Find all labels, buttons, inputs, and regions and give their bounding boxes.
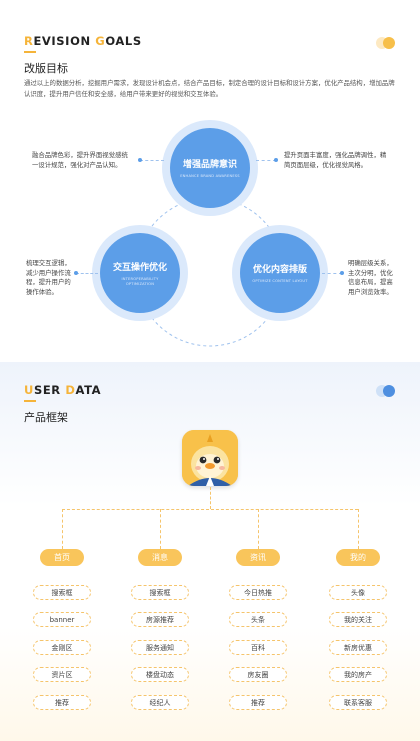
list-item: 百科 bbox=[229, 640, 287, 655]
tree-drop-3 bbox=[258, 509, 259, 549]
list-item: 经纪人 bbox=[131, 695, 189, 710]
col-head-message: 消息 bbox=[138, 549, 182, 566]
list-item: 推荐 bbox=[229, 695, 287, 710]
connector-top-left bbox=[140, 160, 164, 161]
list-item: 房源推荐 bbox=[131, 612, 189, 627]
list-item: 联系客服 bbox=[329, 695, 387, 710]
tree-drop-2 bbox=[160, 509, 161, 549]
connector-bottom-left bbox=[76, 273, 98, 274]
revision-paragraph: 通过以上的数据分析，挖掘用户需求，发现设计机会点，结合产品目标，制定合理的设计目… bbox=[24, 79, 395, 98]
circle-interaction: 交互操作优化 INTEROPERABILITY OPTIMIZATION bbox=[100, 233, 180, 313]
list-item: 服务通知 bbox=[131, 640, 189, 655]
user-data-subtitle: 产品框架 bbox=[24, 411, 68, 424]
list-item: 头条 bbox=[229, 612, 287, 627]
list-item: 头像 bbox=[329, 585, 387, 600]
connector-dot bbox=[340, 271, 344, 275]
col-head-mine: 我的 bbox=[336, 549, 380, 566]
connector-dot bbox=[274, 158, 278, 162]
list-item: banner bbox=[33, 612, 91, 627]
list-item: 我的房产 bbox=[329, 667, 387, 682]
toggle-dots-icon bbox=[376, 37, 396, 49]
revision-subtitle: 改版目标 bbox=[24, 62, 68, 75]
tree-branch bbox=[62, 509, 358, 510]
title-underline bbox=[24, 51, 36, 53]
tree-drop-4 bbox=[358, 509, 359, 549]
note-bottom-left: 梳理交互逻辑，减少用户操作流程，提升用户的操作体验。 bbox=[26, 259, 71, 296]
circle-layout-title: 优化内容排版 bbox=[252, 265, 307, 275]
circle-layout: 优化内容排版 OPTIMIZE CONTENT LAYOUT bbox=[240, 233, 320, 313]
toggle-dots-icon bbox=[376, 385, 396, 397]
col-head-home: 首页 bbox=[40, 549, 84, 566]
list-item: 今日热推 bbox=[229, 585, 287, 600]
list-item: 金刚区 bbox=[33, 640, 91, 655]
note-top-left: 融合品牌色彩，提升界面视觉感统一设计规范，强化对产品认知。 bbox=[32, 151, 128, 169]
list-item: 推荐 bbox=[33, 695, 91, 710]
tree-stem bbox=[210, 487, 211, 509]
circle-brand: 增强品牌意识 ENHANCE BRAND AWARENESS bbox=[170, 128, 250, 208]
circle-brand-en: ENHANCE BRAND AWARENESS bbox=[180, 174, 240, 178]
note-top-right: 提升页面丰富度，强化品牌调性，精简页面层级，优化视觉风格。 bbox=[284, 151, 387, 169]
circle-interaction-en: INTEROPERABILITY OPTIMIZATION bbox=[121, 276, 159, 286]
list-item: 楼盘动态 bbox=[131, 667, 189, 682]
connector-bottom-right bbox=[322, 273, 342, 274]
user-data-title: USER DATA bbox=[24, 383, 102, 397]
circle-interaction-title: 交互操作优化 bbox=[112, 262, 167, 273]
list-item: 搜索框 bbox=[33, 585, 91, 600]
connector-dot bbox=[138, 158, 142, 162]
col-head-news: 资讯 bbox=[236, 549, 280, 566]
connector-dot bbox=[74, 271, 78, 275]
connector-top-right bbox=[256, 160, 276, 161]
circle-layout-en: OPTIMIZE CONTENT LAYOUT bbox=[252, 279, 308, 283]
list-item: 搜索框 bbox=[131, 585, 189, 600]
app-icon bbox=[182, 430, 238, 486]
mascot-chick-icon bbox=[182, 430, 238, 486]
note-bottom-right: 明确层级关系，主次分明，优化信息布局，提高用户浏览效率。 bbox=[348, 259, 393, 296]
title-underline bbox=[24, 400, 36, 402]
circle-brand-title: 增强品牌意识 bbox=[182, 160, 237, 170]
revision-goals-title: REVISION GOALS bbox=[24, 34, 142, 48]
list-item: 资片区 bbox=[33, 667, 91, 682]
list-item: 我的关注 bbox=[329, 612, 387, 627]
list-item: 房友圈 bbox=[229, 667, 287, 682]
tree-drop-1 bbox=[62, 509, 63, 549]
list-item: 新房优惠 bbox=[329, 640, 387, 655]
